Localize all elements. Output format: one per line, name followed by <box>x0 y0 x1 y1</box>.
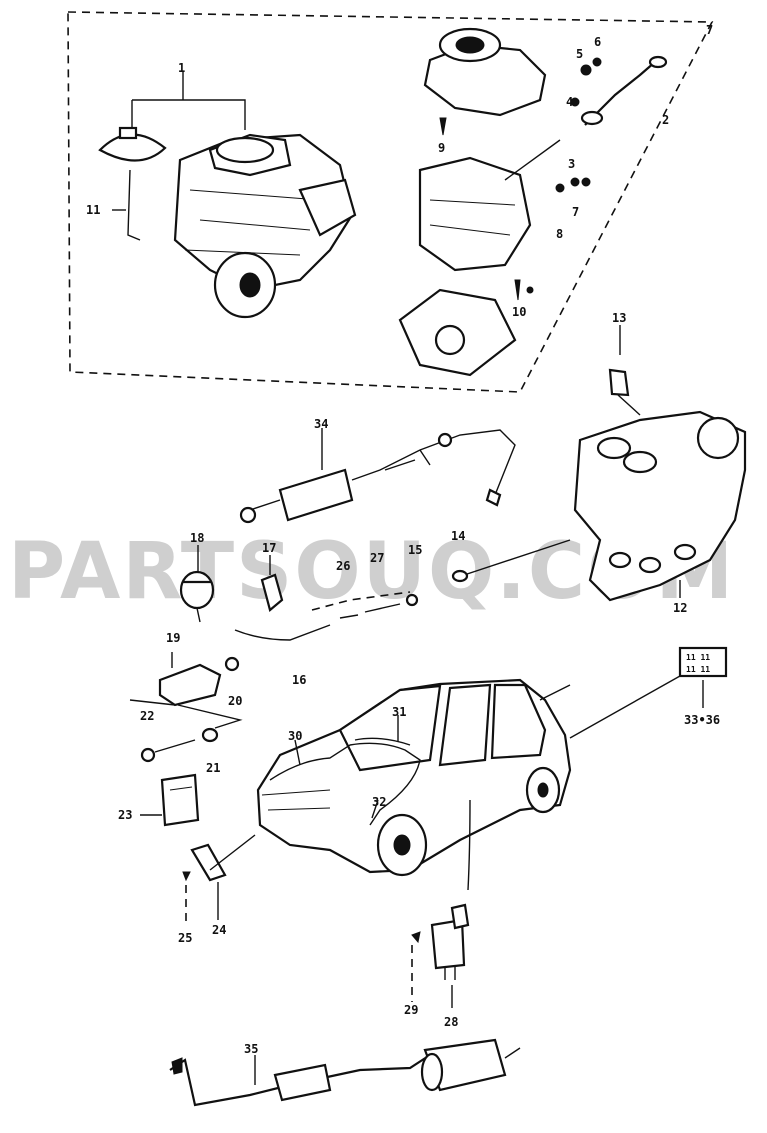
callout-34[interactable]: 34 <box>314 417 328 431</box>
carburetor-body[interactable] <box>418 156 532 272</box>
wire-harness[interactable] <box>239 429 516 524</box>
carburetor-base[interactable] <box>398 288 517 377</box>
callout-10[interactable]: 10 <box>512 305 526 319</box>
vacuum-valve[interactable] <box>179 570 215 623</box>
vacuum-hose-set[interactable] <box>234 539 571 641</box>
callout-17[interactable]: 17 <box>262 541 276 555</box>
jet-9 <box>439 117 447 136</box>
intake-manifold[interactable] <box>573 410 747 602</box>
callout-21[interactable]: 21 <box>206 761 220 775</box>
screw-set[interactable] <box>570 57 602 107</box>
mounting-bracket[interactable] <box>158 656 240 707</box>
callout-25[interactable]: 25 <box>178 931 192 945</box>
callout-12[interactable]: 12 <box>673 601 687 615</box>
callout-19[interactable]: 19 <box>166 631 180 645</box>
choke-cable[interactable] <box>580 55 668 126</box>
carburetor-top-cover[interactable] <box>423 27 547 117</box>
label-plate[interactable]: 11 11 11 11 <box>678 646 728 678</box>
callout-33-36[interactable]: 33•36 <box>684 713 720 727</box>
callout-35[interactable]: 35 <box>244 1042 258 1056</box>
leader-33 <box>569 675 681 739</box>
needle-set <box>514 177 591 301</box>
callout-9[interactable]: 9 <box>438 141 445 155</box>
temperature-sensor[interactable] <box>608 368 641 416</box>
carburetor-assembly[interactable] <box>173 133 357 319</box>
callout-11[interactable]: 11 <box>86 203 100 217</box>
callout-5[interactable]: 5 <box>576 47 583 61</box>
callout-29[interactable]: 29 <box>404 1003 418 1017</box>
callout-27[interactable]: 27 <box>370 551 384 565</box>
engine-harness[interactable] <box>269 737 471 891</box>
leader-1 <box>131 72 246 130</box>
callout-13[interactable]: 13 <box>612 311 626 325</box>
leader-30-31-32 <box>294 715 399 819</box>
callout-18[interactable]: 18 <box>190 531 204 545</box>
screw-25 <box>182 871 191 882</box>
diaphragm-unit[interactable] <box>98 126 167 241</box>
screw-29 <box>411 931 421 944</box>
vacuum-filter[interactable] <box>260 573 284 612</box>
callout-6[interactable]: 6 <box>594 35 601 49</box>
exhaust-pipe[interactable] <box>169 1038 521 1107</box>
callout-1[interactable]: 1 <box>178 61 185 75</box>
bracket-24[interactable] <box>190 834 256 882</box>
callout-7-top[interactable]: 7 <box>706 23 713 37</box>
callout-4[interactable]: 4 <box>566 95 573 109</box>
label-plate-line2: 11 11 <box>686 665 710 674</box>
callout-31[interactable]: 31 <box>392 705 406 719</box>
callout-32[interactable]: 32 <box>372 795 386 809</box>
callout-24[interactable]: 24 <box>212 923 226 937</box>
callout-7[interactable]: 7 <box>572 205 579 219</box>
vehicle-body <box>256 678 572 877</box>
leader-group-22 <box>129 699 243 729</box>
callout-20[interactable]: 20 <box>228 694 242 708</box>
callout-26[interactable]: 26 <box>336 559 350 573</box>
relay-unit[interactable] <box>430 903 470 980</box>
callout-22[interactable]: 22 <box>140 709 154 723</box>
callout-23[interactable]: 23 <box>118 808 132 822</box>
leader-16 <box>539 684 571 701</box>
grommet-21[interactable] <box>201 727 219 743</box>
label-plate-line1: 11 11 <box>686 653 710 662</box>
callout-14[interactable]: 14 <box>451 529 465 543</box>
callout-3[interactable]: 3 <box>568 157 575 171</box>
callout-28[interactable]: 28 <box>444 1015 458 1029</box>
callout-2[interactable]: 2 <box>662 113 669 127</box>
callout-30[interactable]: 30 <box>288 729 302 743</box>
leader-3 <box>504 139 561 181</box>
control-module[interactable] <box>160 773 200 827</box>
callout-16[interactable]: 16 <box>292 673 306 687</box>
callout-15[interactable]: 15 <box>408 543 422 557</box>
carburetor-group-outline <box>67 11 714 393</box>
callout-numbers: 1 2 3 4 5 6 7 7 8 9 10 11 12 13 14 15 16… <box>86 23 720 1056</box>
bolt-22[interactable] <box>140 739 196 763</box>
callout-8[interactable]: 8 <box>556 227 563 241</box>
